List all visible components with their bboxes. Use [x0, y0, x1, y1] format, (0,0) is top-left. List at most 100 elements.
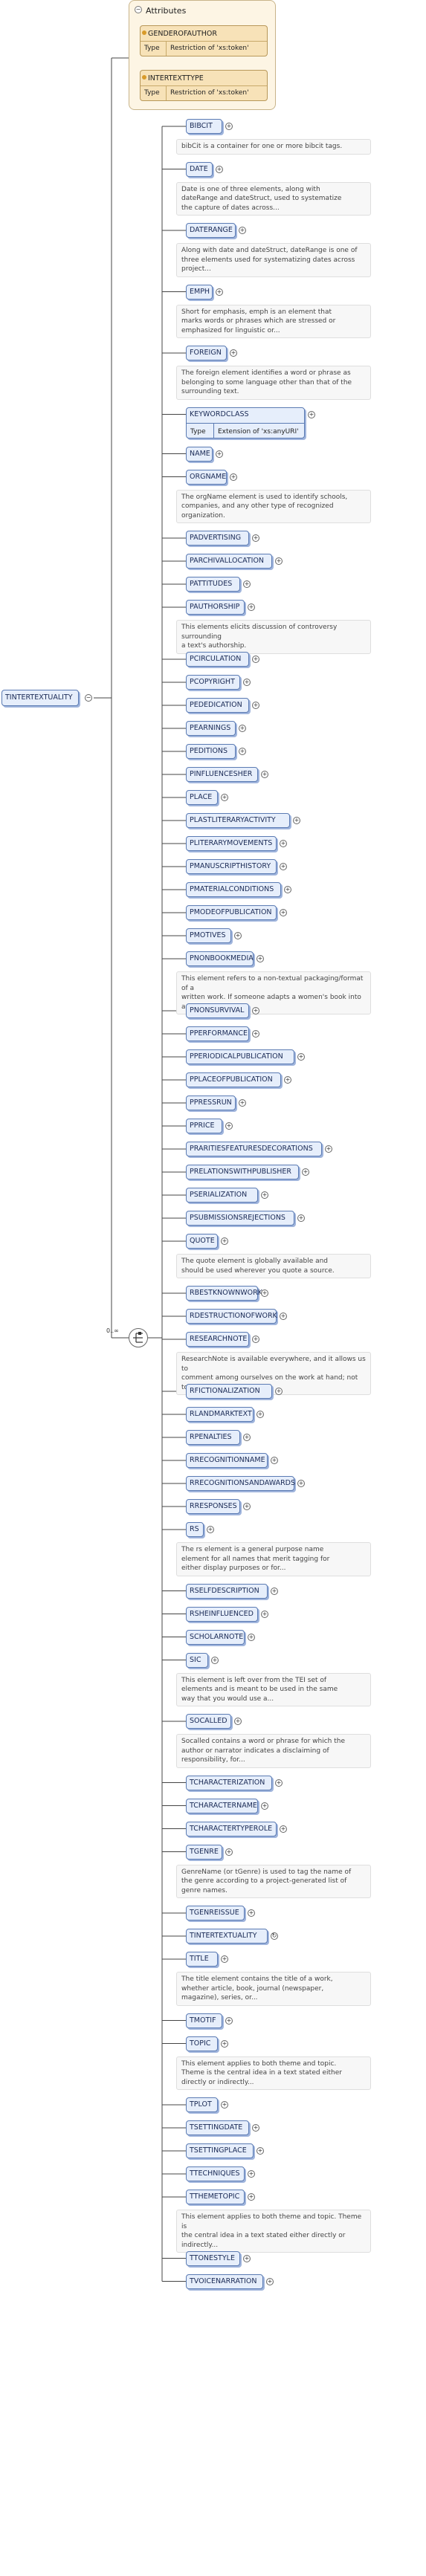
expand-icon[interactable]: + [225, 123, 233, 130]
element-tvoicenarration[interactable]: TVOICENARRATION [186, 2274, 263, 2289]
expand-icon[interactable]: + [275, 1779, 283, 1787]
element-pnonsurvival[interactable]: PNONSURVIVAL [186, 1003, 249, 1018]
element-rfictionalization[interactable]: RFICTIONALIZATION [186, 1384, 272, 1399]
expand-icon[interactable]: + [308, 410, 315, 418]
element-rs[interactable]: RS [186, 1522, 204, 1537]
element-pmotives[interactable]: PMOTIVES [186, 928, 231, 943]
expand-icon[interactable]: + [256, 1411, 264, 1418]
element-pauthorship[interactable]: PAUTHORSHIP [186, 600, 245, 615]
expand-icon[interactable]: + [239, 227, 246, 234]
element-rdestructionofwork[interactable]: RDESTRUCTIONOFWORK [186, 1309, 277, 1324]
expand-icon[interactable]: + [216, 450, 223, 458]
expand-icon[interactable]: + [284, 886, 291, 893]
expand-icon[interactable]: + [325, 1145, 332, 1153]
expand-icon[interactable]: + [266, 2277, 274, 2285]
element-rlandmarktext[interactable]: RLANDMARKTEXT [186, 1407, 254, 1422]
element-socalled[interactable]: SOCALLED [186, 1714, 231, 1729]
expand-icon[interactable]: + [284, 1076, 291, 1084]
element-daterange[interactable]: DATERANGE [186, 223, 236, 238]
element-rselfdescription[interactable]: RSELFDESCRIPTION [186, 1583, 268, 1599]
expand-icon[interactable]: + [252, 1030, 259, 1038]
expand-icon[interactable]: + [243, 580, 251, 588]
expand-icon[interactable]: + [248, 2193, 255, 2201]
expand-icon[interactable]: + [243, 679, 251, 686]
element-pnonbookmedia[interactable]: PNONBOOKMEDIA [186, 951, 254, 966]
element-pinfluencesher[interactable]: PINFLUENCESHER [186, 767, 258, 782]
element-bibcit[interactable]: BIBCIT [186, 119, 222, 134]
expand-icon[interactable]: + [293, 817, 300, 824]
expand-icon[interactable]: + [302, 1168, 309, 1176]
element-tgenreissue[interactable]: TGENREISSUE [186, 1906, 245, 1920]
element-parchivallocation[interactable]: PARCHIVALLOCATION [186, 554, 272, 569]
element-pmaterialconditions[interactable]: PMATERIALCONDITIONS [186, 882, 281, 897]
expand-icon[interactable]: + [221, 1955, 228, 1963]
element-quote[interactable]: QUOTE [186, 1234, 218, 1249]
expand-icon[interactable]: + [256, 955, 264, 962]
element-tsettingplace[interactable]: TSETTINGPLACE [186, 2143, 254, 2158]
expand-icon[interactable]: + [234, 932, 242, 939]
element-ttechniques[interactable]: TTECHNIQUES [186, 2166, 245, 2181]
expand-icon[interactable]: + [221, 2039, 228, 2048]
expand-icon[interactable]: + [225, 2016, 233, 2025]
expand-icon[interactable]: + [261, 1610, 268, 1618]
expand-icon[interactable]: + [256, 2147, 264, 2155]
expand-icon[interactable]: + [252, 702, 259, 709]
element-peditions[interactable]: PEDITIONS [186, 744, 236, 759]
element-pmanuscripthistory[interactable]: PMANUSCRIPTHISTORY [186, 859, 277, 874]
element-date[interactable]: DATE [186, 161, 213, 177]
expand-icon[interactable]: + [261, 1289, 268, 1297]
expand-icon[interactable]: + [271, 1457, 278, 1464]
expand-icon[interactable]: + [239, 748, 246, 755]
attributes-collapse-icon[interactable]: − [135, 6, 142, 13]
element-tmotif[interactable]: TMOTIF [186, 2013, 222, 2028]
element-name[interactable]: NAME [186, 446, 213, 462]
expand-icon[interactable]: + [248, 1633, 255, 1641]
element-tsettingdate[interactable]: TSETTINGDATE [186, 2120, 249, 2135]
element-foreign[interactable]: FOREIGN [186, 346, 227, 360]
expand-icon[interactable]: + [216, 165, 223, 173]
element-tplot[interactable]: TPLOT [186, 2097, 218, 2112]
element-pcopyright[interactable]: PCOPYRIGHT [186, 675, 240, 690]
expand-icon[interactable]: + [248, 1909, 255, 1917]
expand-icon[interactable]: + [216, 288, 223, 296]
element-pededication[interactable]: PEDEDICATION [186, 698, 249, 713]
expand-icon[interactable]: + [261, 1802, 268, 1810]
expand-icon[interactable]: + [297, 1053, 305, 1061]
element-title[interactable]: TITLE [186, 1952, 218, 1967]
expand-icon[interactable]: + [248, 603, 255, 611]
expand-icon[interactable]: + [275, 1388, 283, 1395]
element-rrecognitionsandawards[interactable]: RRECOGNITIONSANDAWARDS [186, 1476, 295, 1491]
element-rrecognitionname[interactable]: RRECOGNITIONNAME [186, 1453, 268, 1468]
expand-icon[interactable]: + [243, 1434, 251, 1441]
expand-icon[interactable]: + [211, 1656, 219, 1664]
element-pearnings[interactable]: PEARNINGS [186, 721, 236, 736]
element-tcharactertyperole[interactable]: TCHARACTERTYPEROLE [186, 1821, 277, 1836]
element-sic[interactable]: SIC [186, 1652, 208, 1668]
expand-icon[interactable]: + [261, 1191, 268, 1199]
element-pperformance[interactable]: PPERFORMANCE [186, 1026, 249, 1041]
element-pmodeofpublication[interactable]: PMODEOFPUBLICATION [186, 905, 277, 920]
expand-icon[interactable]: + [221, 2101, 228, 2109]
element-rpenalties[interactable]: RPENALTIES [186, 1430, 240, 1445]
element-praritiesfeaturesdecorations[interactable]: PRARITIESFEATURESDECORATIONS [186, 1142, 322, 1156]
expand-icon[interactable]: + [280, 840, 287, 847]
expand-icon[interactable]: + [252, 2124, 259, 2132]
expand-icon[interactable]: + [230, 349, 237, 357]
element-ppressrun[interactable]: PPRESSRUN [186, 1096, 236, 1110]
expand-icon[interactable]: + [239, 725, 246, 732]
expand-icon[interactable]: + [280, 1825, 287, 1833]
element-researchnote[interactable]: RESEARCHNOTE [186, 1332, 249, 1347]
expand-icon[interactable]: + [252, 1336, 259, 1343]
expand-icon[interactable]: + [252, 656, 259, 663]
attribute-intertexttype[interactable]: INTERTEXTTYPE Type Restriction of 'xs:to… [140, 70, 268, 101]
expand-icon[interactable]: + [243, 2254, 251, 2262]
expand-icon[interactable]: + [221, 794, 228, 801]
expand-icon[interactable]: + [261, 771, 268, 778]
expand-icon[interactable]: + [230, 473, 237, 481]
element-rsheinfluenced[interactable]: RSHEINFLUENCED [186, 1606, 258, 1622]
element-emph[interactable]: EMPH [186, 284, 213, 300]
element-pattitudes[interactable]: PATTITUDES [186, 577, 240, 592]
root-element[interactable]: TINTERTEXTUALITY [1, 690, 79, 706]
element-psubmissionsrejections[interactable]: PSUBMISSIONSREJECTIONS [186, 1211, 294, 1226]
element-pplaceofpublication[interactable]: PPLACEOFPUBLICATION [186, 1072, 281, 1087]
